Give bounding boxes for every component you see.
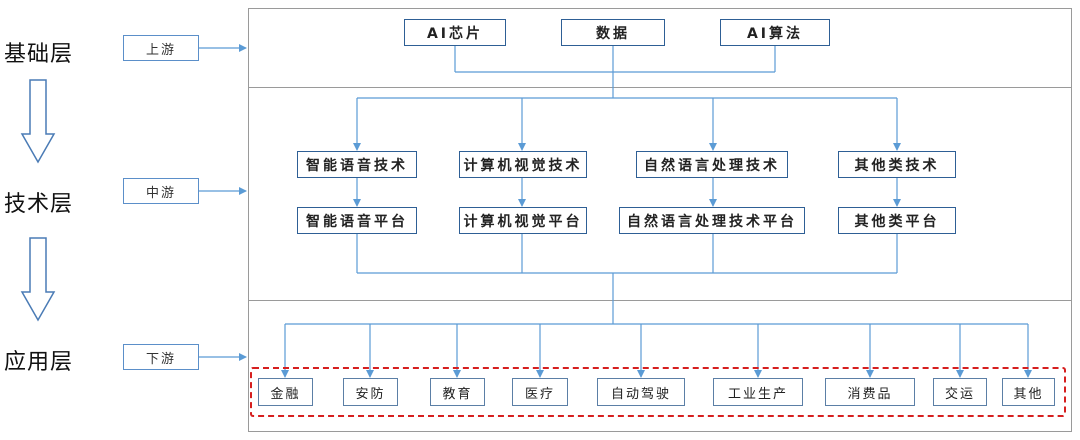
node-vision-platform: 计算机视觉平台	[459, 207, 587, 234]
app-transportation: 交运	[933, 378, 987, 406]
application-highlight-border	[250, 367, 1066, 417]
down-arrow-icon	[20, 237, 56, 322]
app-other: 其他	[1002, 378, 1055, 406]
app-autonomous-driving: 自动驾驶	[597, 378, 685, 406]
stage-midstream: 中游	[123, 178, 199, 204]
stage-upstream: 上游	[123, 35, 199, 61]
app-security: 安防	[343, 378, 398, 406]
layer-label-technology: 技术层	[4, 192, 74, 217]
section-divider	[248, 300, 1072, 301]
node-nlp-platform: 自然语言处理技术平台	[619, 207, 805, 234]
section-divider	[248, 87, 1072, 88]
app-education: 教育	[430, 378, 485, 406]
node-speech-platform: 智能语音平台	[297, 207, 417, 234]
app-finance: 金融	[258, 378, 313, 406]
stage-downstream: 下游	[123, 344, 199, 370]
layer-label-application: 应用层	[4, 350, 74, 375]
node-ai-algorithm: AI算法	[720, 19, 830, 46]
down-arrow-icon	[20, 79, 56, 164]
node-speech-tech: 智能语音技术	[297, 151, 417, 178]
app-industrial-production: 工业生产	[713, 378, 803, 406]
node-vision-tech: 计算机视觉技术	[459, 151, 587, 178]
layer-label-foundation: 基础层	[4, 42, 74, 67]
app-consumer-goods: 消费品	[825, 378, 915, 406]
node-data: 数据	[561, 19, 665, 46]
node-other-tech: 其他类技术	[838, 151, 956, 178]
app-medical: 医疗	[512, 378, 568, 406]
node-other-platform: 其他类平台	[838, 207, 956, 234]
node-ai-chip: AI芯片	[404, 19, 506, 46]
node-nlp-tech: 自然语言处理技术	[636, 151, 788, 178]
